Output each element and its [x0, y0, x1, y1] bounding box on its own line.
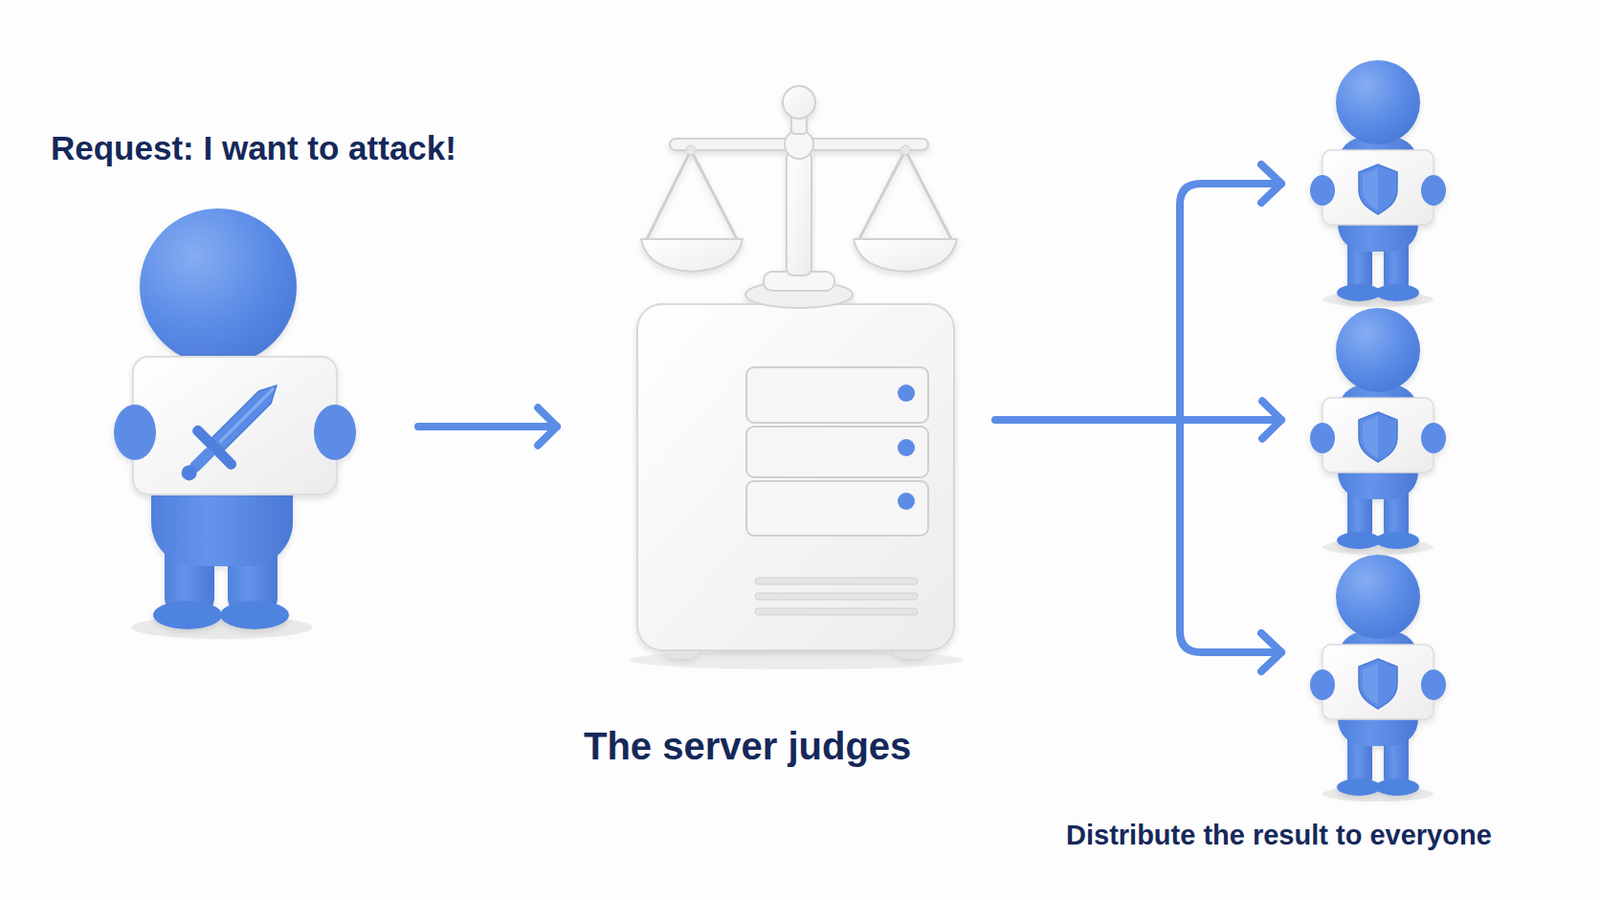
server-illustration	[628, 86, 964, 670]
arrow-head	[537, 407, 557, 445]
figure-node: Distribute the result to everyone	[1285, 52, 1467, 790]
client-figures	[1310, 60, 1446, 802]
arrow-head	[1262, 400, 1282, 439]
node-caption: Request: I want to attack!	[50, 129, 457, 168]
connector-line	[995, 416, 1282, 424]
figure-node: Request: I want to attack!	[95, 210, 419, 661]
requester-figure	[113, 208, 356, 640]
node-caption: Distribute the result to everyone	[1066, 820, 1492, 852]
figure-node: The server judges	[560, 86, 996, 661]
sword-icon	[163, 365, 297, 499]
connector-line	[418, 422, 557, 431]
connector-arrow	[418, 407, 557, 445]
branch-arrows	[1179, 164, 1282, 672]
node-caption: The server judges	[583, 724, 912, 769]
connector-arrow	[995, 400, 1282, 439]
